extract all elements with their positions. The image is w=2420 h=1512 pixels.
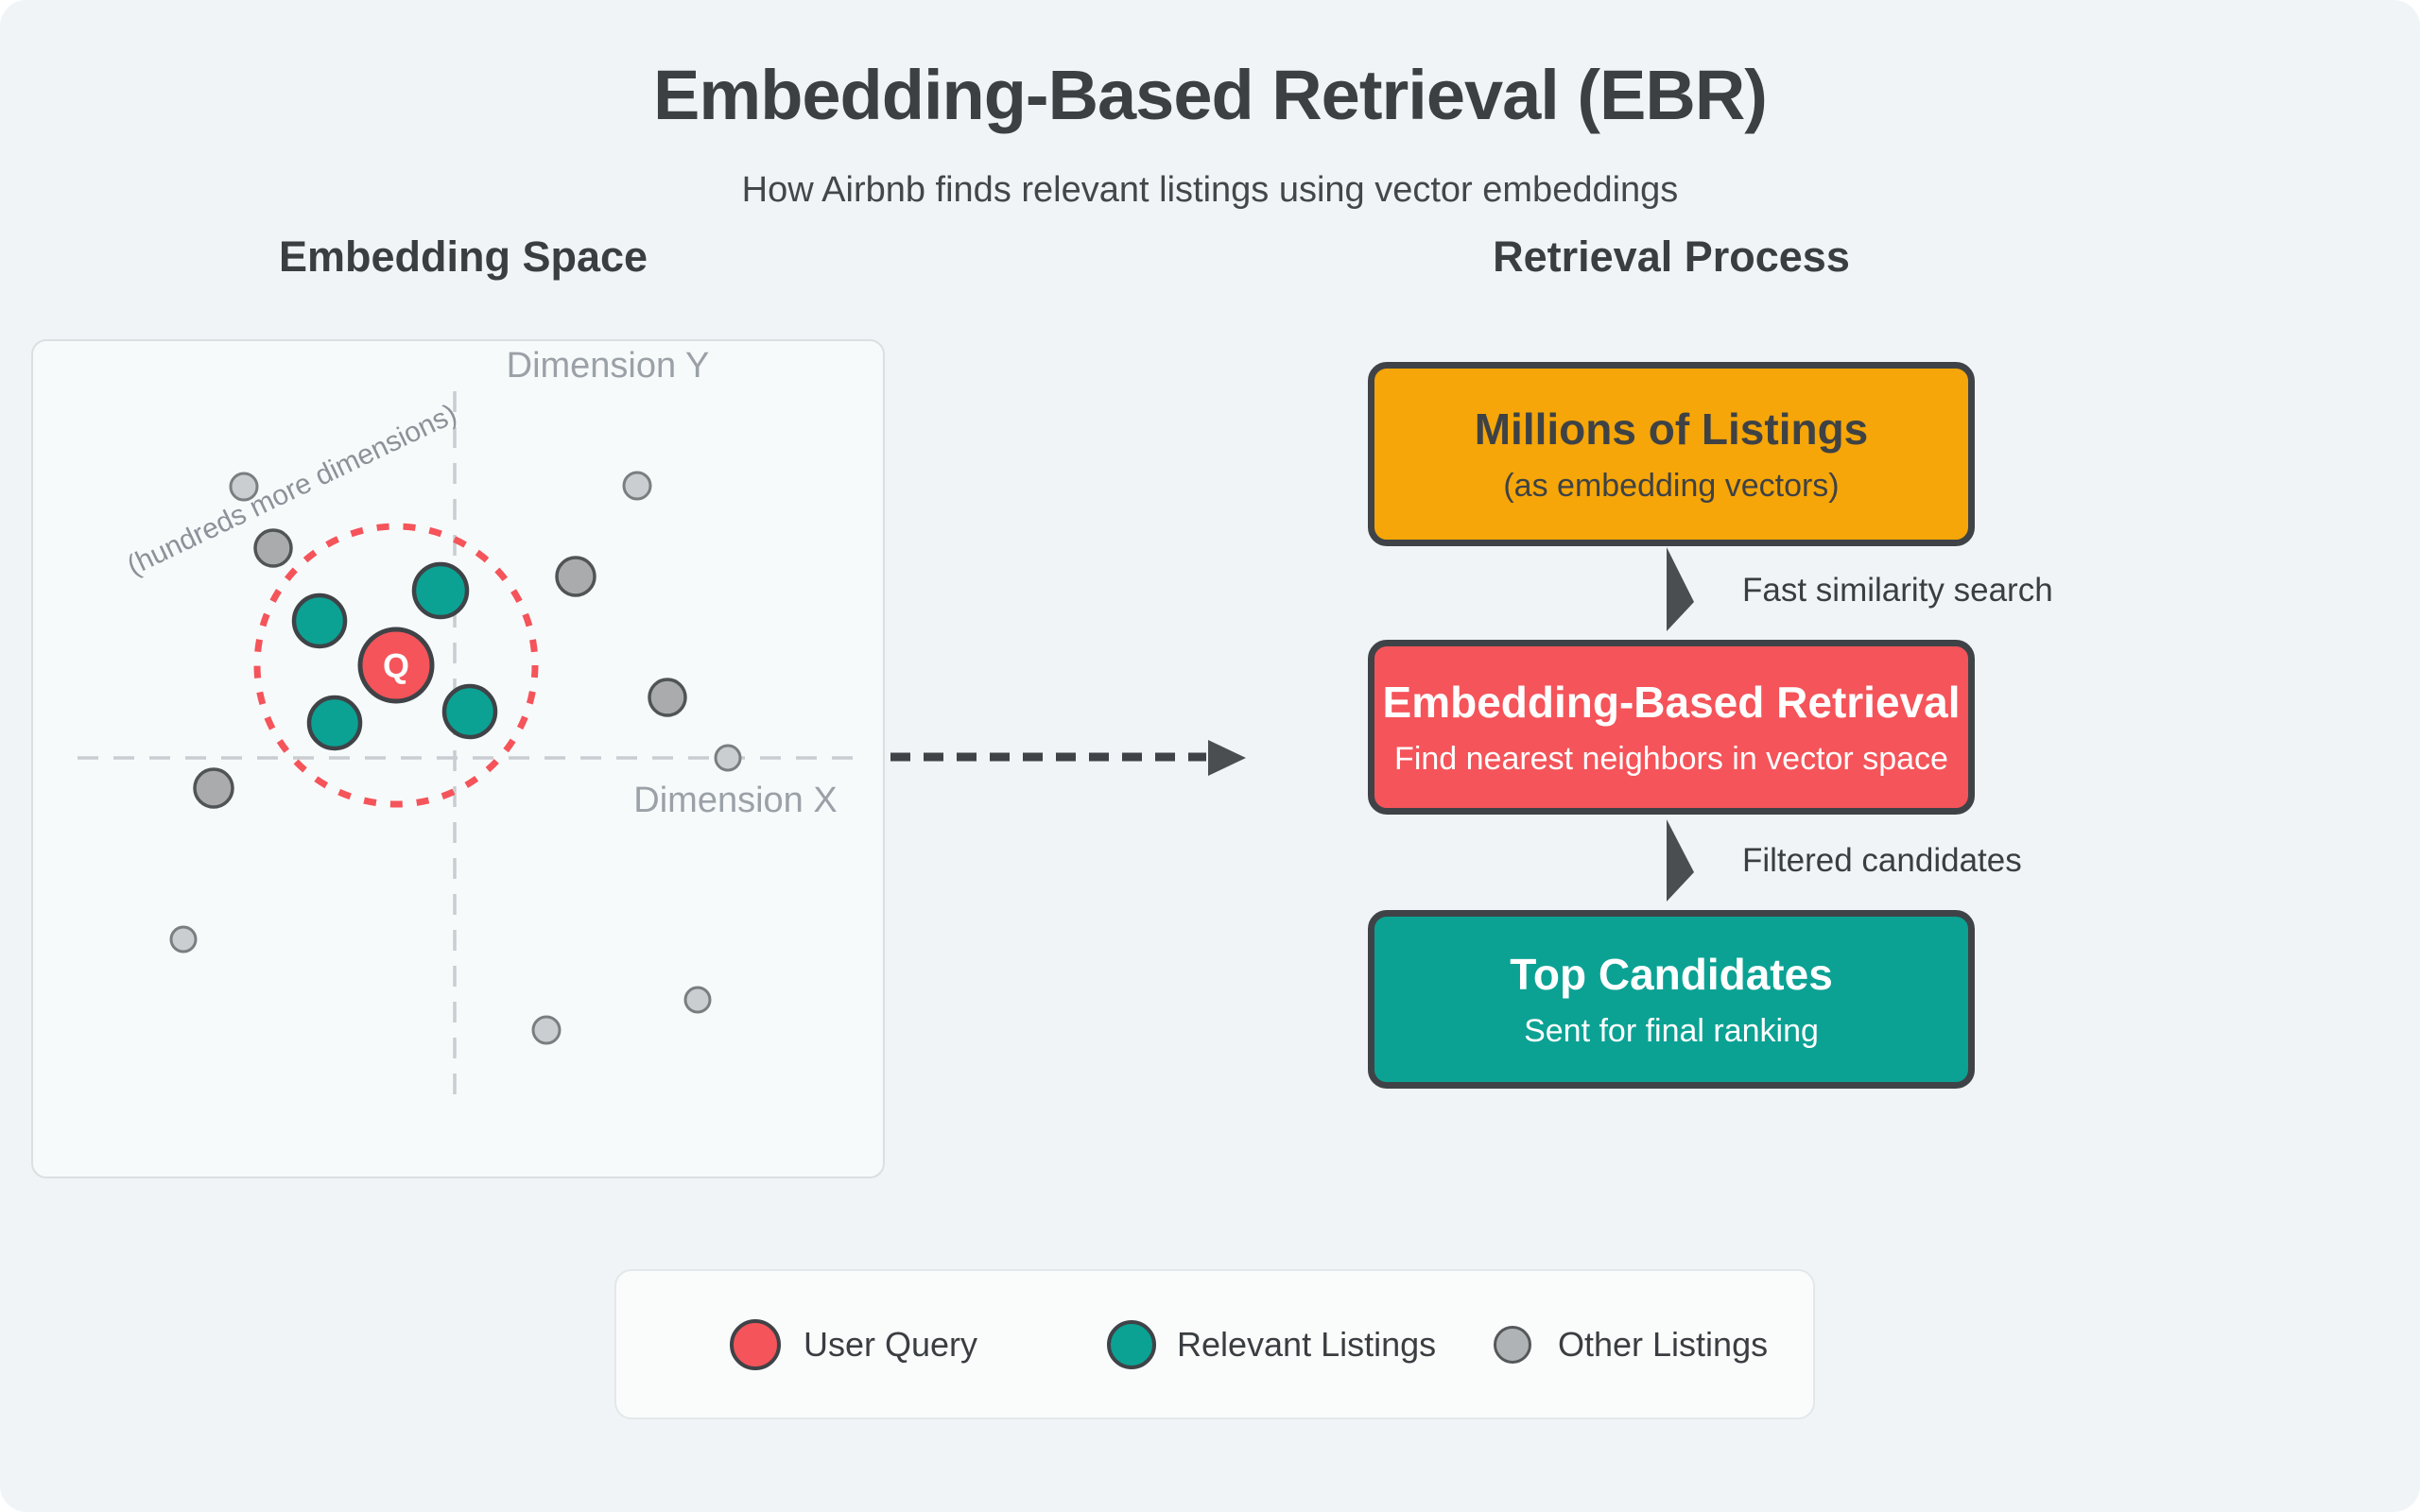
step-millions-of-listings: Millions of Listings (as embedding vecto…: [1368, 362, 1975, 546]
other-listing-point: [531, 1015, 562, 1045]
relevant-listing-point: [306, 695, 363, 751]
relevant-listing-point: [411, 561, 470, 620]
step-top-candidates: Top Candidates Sent for final ranking: [1368, 910, 1975, 1089]
query-point: [357, 627, 435, 704]
relevant-listing-point: [291, 593, 348, 649]
embedding-space-panel: Dimension Y Dimension X (hundreds more d…: [31, 339, 885, 1178]
other-listing-point: [683, 986, 712, 1014]
space-to-process-arrowhead: [1208, 740, 1246, 776]
step-title: Top Candidates: [1510, 949, 1833, 999]
embedding-space-heading: Embedding Space: [278, 232, 648, 281]
step-title: Millions of Listings: [1474, 404, 1869, 454]
step-subtitle: Find nearest neighbors in vector space: [1394, 740, 1948, 777]
other-listing-point: [555, 556, 596, 597]
step-title: Embedding-Based Retrieval: [1382, 677, 1961, 727]
flow-arrow-2-label: Filtered candidates: [1742, 842, 2022, 879]
legend-label: Other Listings: [1558, 1324, 1769, 1364]
legend-item-other-listings: Other Listings: [1494, 1271, 1768, 1418]
flow-arrow-1-label: Fast similarity search: [1742, 572, 2053, 609]
legend-item-user-query: User Query: [730, 1271, 977, 1418]
other-listing-point: [253, 528, 293, 568]
retrieval-process-heading: Retrieval Process: [1493, 232, 1850, 281]
step-subtitle: (as embedding vectors): [1503, 467, 1840, 504]
relevant-listing-point: [441, 683, 498, 740]
x-axis-label: Dimension X: [633, 781, 837, 820]
embedding-space-plot: Dimension Y Dimension X (hundreds more d…: [78, 346, 854, 1104]
other-listing-point: [193, 767, 234, 809]
relevant-listings-dot-icon: [1107, 1319, 1156, 1369]
other-listing-point: [622, 471, 652, 501]
query-point-label: Q: [383, 646, 409, 685]
dimensions-note: (hundreds more dimensions): [122, 398, 461, 581]
flow-arrow-2-icon: [1667, 819, 1694, 902]
step-subtitle: Sent for final ranking: [1524, 1012, 1819, 1049]
legend-label: Relevant Listings: [1177, 1324, 1437, 1364]
legend-label: User Query: [804, 1324, 978, 1364]
other-listing-point: [714, 744, 742, 772]
scatter-points: [169, 471, 742, 1045]
y-axis-label: Dimension Y: [507, 346, 710, 386]
other-listing-point: [648, 678, 687, 717]
legend-card: User Query Relevant Listings Other Listi…: [614, 1269, 1815, 1419]
page-title: Embedding-Based Retrieval (EBR): [653, 56, 1768, 134]
page-subtitle: How Airbnb finds relevant listings using…: [741, 170, 1679, 210]
other-listings-dot-icon: [1494, 1325, 1531, 1364]
other-listing-point: [229, 472, 259, 502]
user-query-dot-icon: [730, 1318, 781, 1370]
legend-item-relevant-listings: Relevant Listings: [1107, 1271, 1436, 1418]
other-listing-point: [169, 925, 198, 954]
step-embedding-based-retrieval: Embedding-Based Retrieval Find nearest n…: [1368, 640, 1975, 815]
flow-arrow-1-icon: [1667, 547, 1694, 631]
query-neighborhood-circle: [253, 523, 539, 808]
